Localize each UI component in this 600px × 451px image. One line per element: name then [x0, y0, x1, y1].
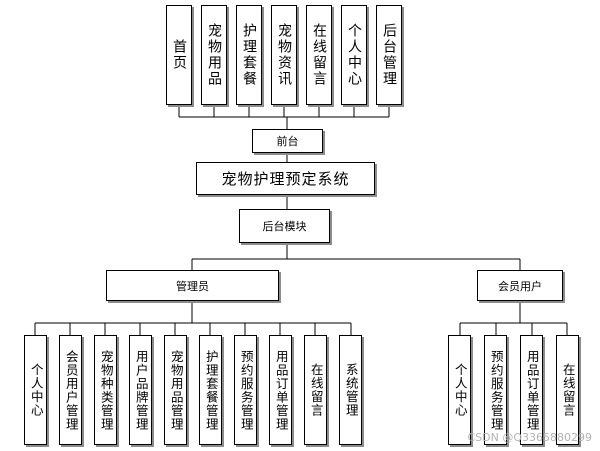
system-title-box: 宠物护理预定系统	[196, 162, 375, 195]
admin-item-supplies-order-mgmt: 用品订单管理	[269, 335, 292, 445]
frontend-item-online-message: 在线留言	[306, 5, 332, 105]
frontend-item-personal-center: 个人中心	[341, 5, 367, 105]
member-role-box: 会员用户	[477, 270, 563, 301]
backend-module-box: 后台模块	[239, 209, 330, 243]
admin-item-personal-center: 个人中心	[24, 335, 47, 445]
frontend-item-pet-news: 宠物资讯	[271, 5, 297, 105]
csdn-watermark: CSDN @Q3365880299	[467, 431, 592, 444]
admin-item-pet-supplies-mgmt: 宠物用品管理	[164, 335, 187, 445]
frontend-box: 前台	[252, 129, 323, 153]
member-item-supplies-order-mgmt: 用品订单管理	[520, 335, 543, 445]
admin-item-booking-service-mgmt: 预约服务管理	[234, 335, 257, 445]
admin-item-care-package-mgmt: 护理套餐管理	[199, 335, 222, 445]
member-item-booking-service-mgmt: 预约服务管理	[484, 335, 507, 445]
admin-item-brand-mgmt: 用户品牌管理	[129, 335, 152, 445]
admin-item-online-message: 在线留言	[304, 335, 327, 445]
frontend-item-care-packages: 护理套餐	[236, 5, 262, 105]
admin-item-system-mgmt: 系统管理	[339, 335, 362, 445]
admin-item-pet-type-mgmt: 宠物种类管理	[94, 335, 117, 445]
frontend-item-pet-supplies: 宠物用品	[201, 5, 227, 105]
member-item-online-message: 在线留言	[556, 335, 579, 445]
frontend-item-backend-admin: 后台管理	[376, 5, 402, 105]
member-item-personal-center: 个人中心	[448, 335, 471, 445]
admin-item-member-user-mgmt: 会员用户管理	[59, 335, 82, 445]
admin-role-box: 管理员	[106, 270, 279, 301]
frontend-item-home: 首页	[166, 5, 192, 105]
